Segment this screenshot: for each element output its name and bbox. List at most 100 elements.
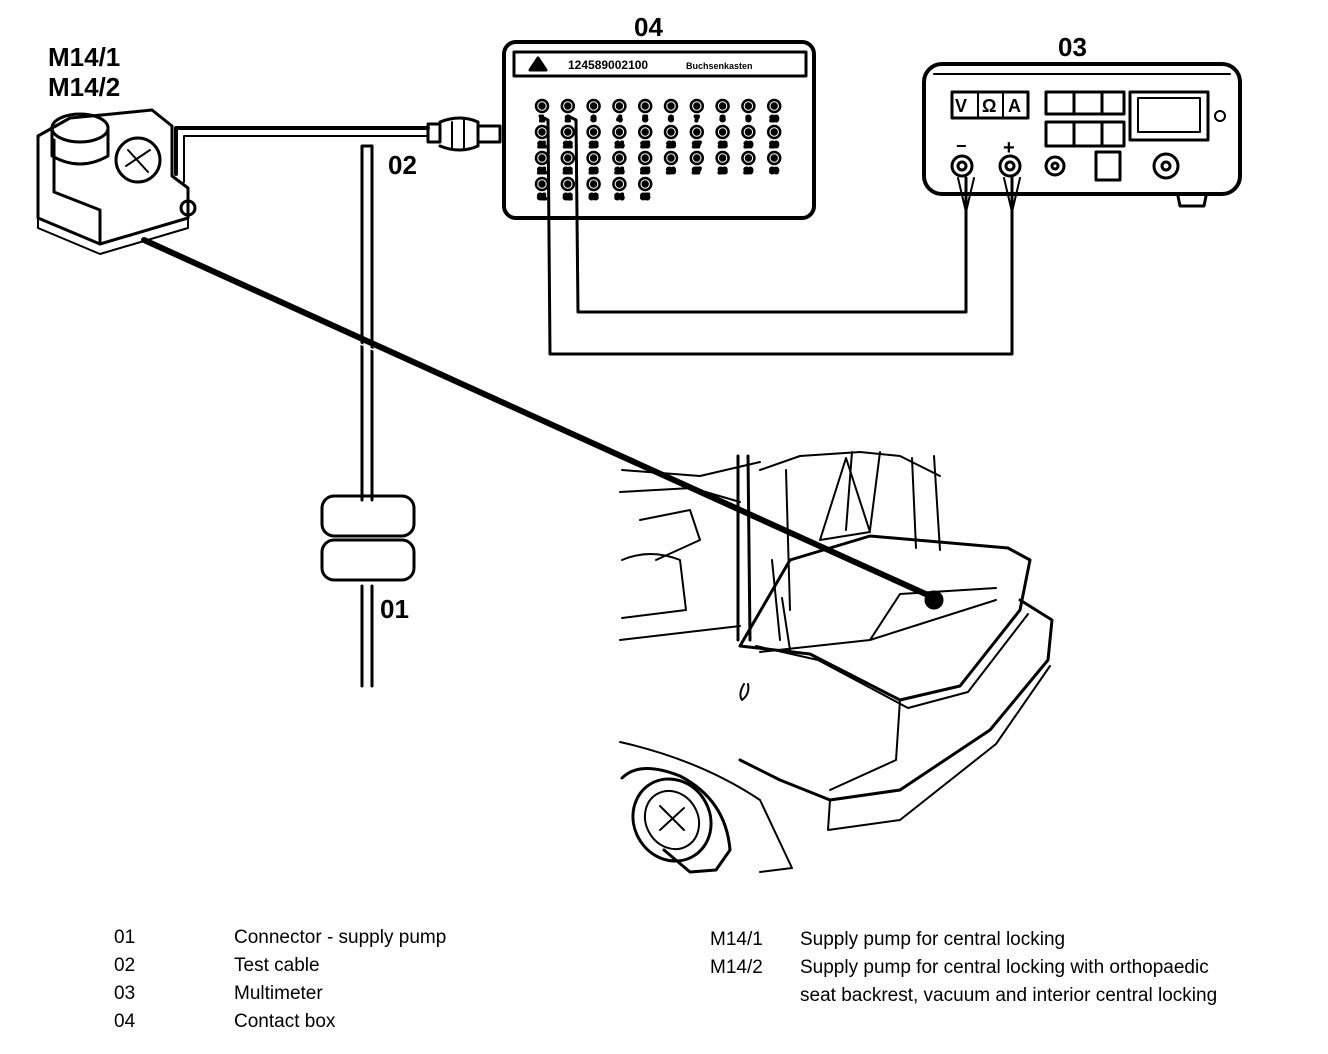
legend-code: M14/1 xyxy=(710,929,763,950)
socket-number: 11 xyxy=(538,142,546,149)
socket-14: 14 xyxy=(612,124,627,151)
socket-number: 19 xyxy=(745,142,753,149)
socket-19: 19 xyxy=(741,124,756,151)
socket-8: 8 xyxy=(715,98,730,125)
socket-number: 5 xyxy=(643,116,647,123)
socket-number: 17 xyxy=(693,142,701,149)
socket-number: 2 xyxy=(566,116,570,123)
label-m14-2: M14/2 xyxy=(48,72,120,102)
socket-23: 23 xyxy=(586,150,601,177)
mode-key-amp: A xyxy=(1008,96,1021,116)
label-03: 03 xyxy=(1058,32,1087,62)
socket-24: 24 xyxy=(612,150,627,177)
socket-16: 16 xyxy=(663,124,679,151)
socket-number: 15 xyxy=(641,142,649,149)
socket-21: 21 xyxy=(534,150,550,177)
socket-number: 27 xyxy=(693,168,701,175)
legend-code: 01 xyxy=(114,927,136,948)
socket-number: 25 xyxy=(641,168,649,175)
socket-1: 1 xyxy=(534,98,550,125)
socket-number: 22 xyxy=(564,168,572,175)
measurement-leads xyxy=(538,114,1021,356)
socket-number: 32 xyxy=(564,194,572,201)
socket-12: 12 xyxy=(560,124,576,151)
contact-box-illustration xyxy=(502,40,816,220)
socket-number: 20 xyxy=(770,142,778,149)
label-04: 04 xyxy=(634,12,663,42)
socket-25: 25 xyxy=(637,150,653,177)
socket-2: 2 xyxy=(560,98,576,125)
socket-18: 18 xyxy=(715,124,730,151)
callout-labels: M14/1 M14/2 02 04 03 01 124589002100 Buc… xyxy=(48,12,1087,624)
socket-31: 31 xyxy=(534,176,550,203)
socket-number: 6 xyxy=(669,116,673,123)
supply-pump-illustration xyxy=(36,108,197,255)
label-m14-1: M14/1 xyxy=(48,42,120,72)
socket-32: 32 xyxy=(560,176,576,203)
socket-13: 13 xyxy=(586,124,601,151)
socket-number: 3 xyxy=(592,116,596,123)
legend-code: 03 xyxy=(114,983,136,1004)
socket-11: 11 xyxy=(534,124,550,151)
socket-number: 4 xyxy=(617,116,621,123)
legend-text: Connector - supply pump xyxy=(234,927,447,948)
socket-number: 35 xyxy=(641,194,649,201)
socket-number: 13 xyxy=(590,142,598,149)
contact-box-part-number: 124589002100 xyxy=(568,58,648,72)
socket-number: 29 xyxy=(745,168,753,175)
socket-3: 3 xyxy=(586,98,601,125)
legend-right: M14/1 Supply pump for central locking M1… xyxy=(710,926,1310,1016)
legend-code: M14/2 xyxy=(710,957,763,978)
legend-text: Test cable xyxy=(234,955,320,976)
legend-text: seat backrest, vacuum and interior centr… xyxy=(800,985,1218,1006)
socket-number: 10 xyxy=(770,116,778,123)
socket-30: 30 xyxy=(766,150,782,177)
connector-supply-pump xyxy=(320,144,416,688)
socket-number: 24 xyxy=(616,168,624,175)
socket-number: 12 xyxy=(564,142,572,149)
socket-10: 10 xyxy=(766,98,782,125)
mode-key-volt: V xyxy=(955,96,967,116)
multimeter-illustration xyxy=(922,62,1242,208)
legend-text: Multimeter xyxy=(234,983,323,1004)
terminal-minus: − xyxy=(956,136,967,156)
legend-text: Supply pump for central locking with ort… xyxy=(800,957,1209,978)
socket-number: 28 xyxy=(719,168,727,175)
label-02: 02 xyxy=(388,150,417,180)
socket-28: 28 xyxy=(715,150,730,177)
test-cable xyxy=(174,116,502,183)
legend-left: 01 Connector - supply pump 02 Test cable… xyxy=(114,924,594,1044)
legend-code: 04 xyxy=(114,1011,136,1032)
socket-number: 33 xyxy=(590,194,598,201)
socket-9: 9 xyxy=(741,98,756,125)
socket-20: 20 xyxy=(766,124,782,151)
socket-6: 6 xyxy=(663,98,679,125)
socket-number: 23 xyxy=(590,168,598,175)
socket-17: 17 xyxy=(689,124,705,151)
mode-key-ohm: Ω xyxy=(982,96,996,116)
pump-to-vehicle-lead xyxy=(141,237,944,610)
socket-15: 15 xyxy=(637,124,653,151)
socket-number: 34 xyxy=(616,194,624,201)
socket-number: 21 xyxy=(538,168,546,175)
socket-number: 16 xyxy=(667,142,675,149)
socket-5: 5 xyxy=(637,98,653,125)
socket-number: 1 xyxy=(540,116,544,123)
socket-26: 26 xyxy=(663,150,679,177)
socket-number: 30 xyxy=(770,168,778,175)
legend-text: Supply pump for central locking xyxy=(800,929,1066,950)
socket-4: 4 xyxy=(612,98,627,125)
socket-22: 22 xyxy=(560,150,576,177)
socket-number: 26 xyxy=(667,168,675,175)
socket-number: 18 xyxy=(719,142,727,149)
socket-34: 34 xyxy=(612,176,627,203)
contact-box-name: Buchsenkasten xyxy=(686,61,753,71)
socket-number: 7 xyxy=(695,116,699,123)
legend-code: 02 xyxy=(114,955,136,976)
socket-33: 33 xyxy=(586,176,601,203)
socket-27: 27 xyxy=(689,150,705,177)
socket-35: 35 xyxy=(637,176,653,203)
socket-number: 9 xyxy=(746,116,750,123)
